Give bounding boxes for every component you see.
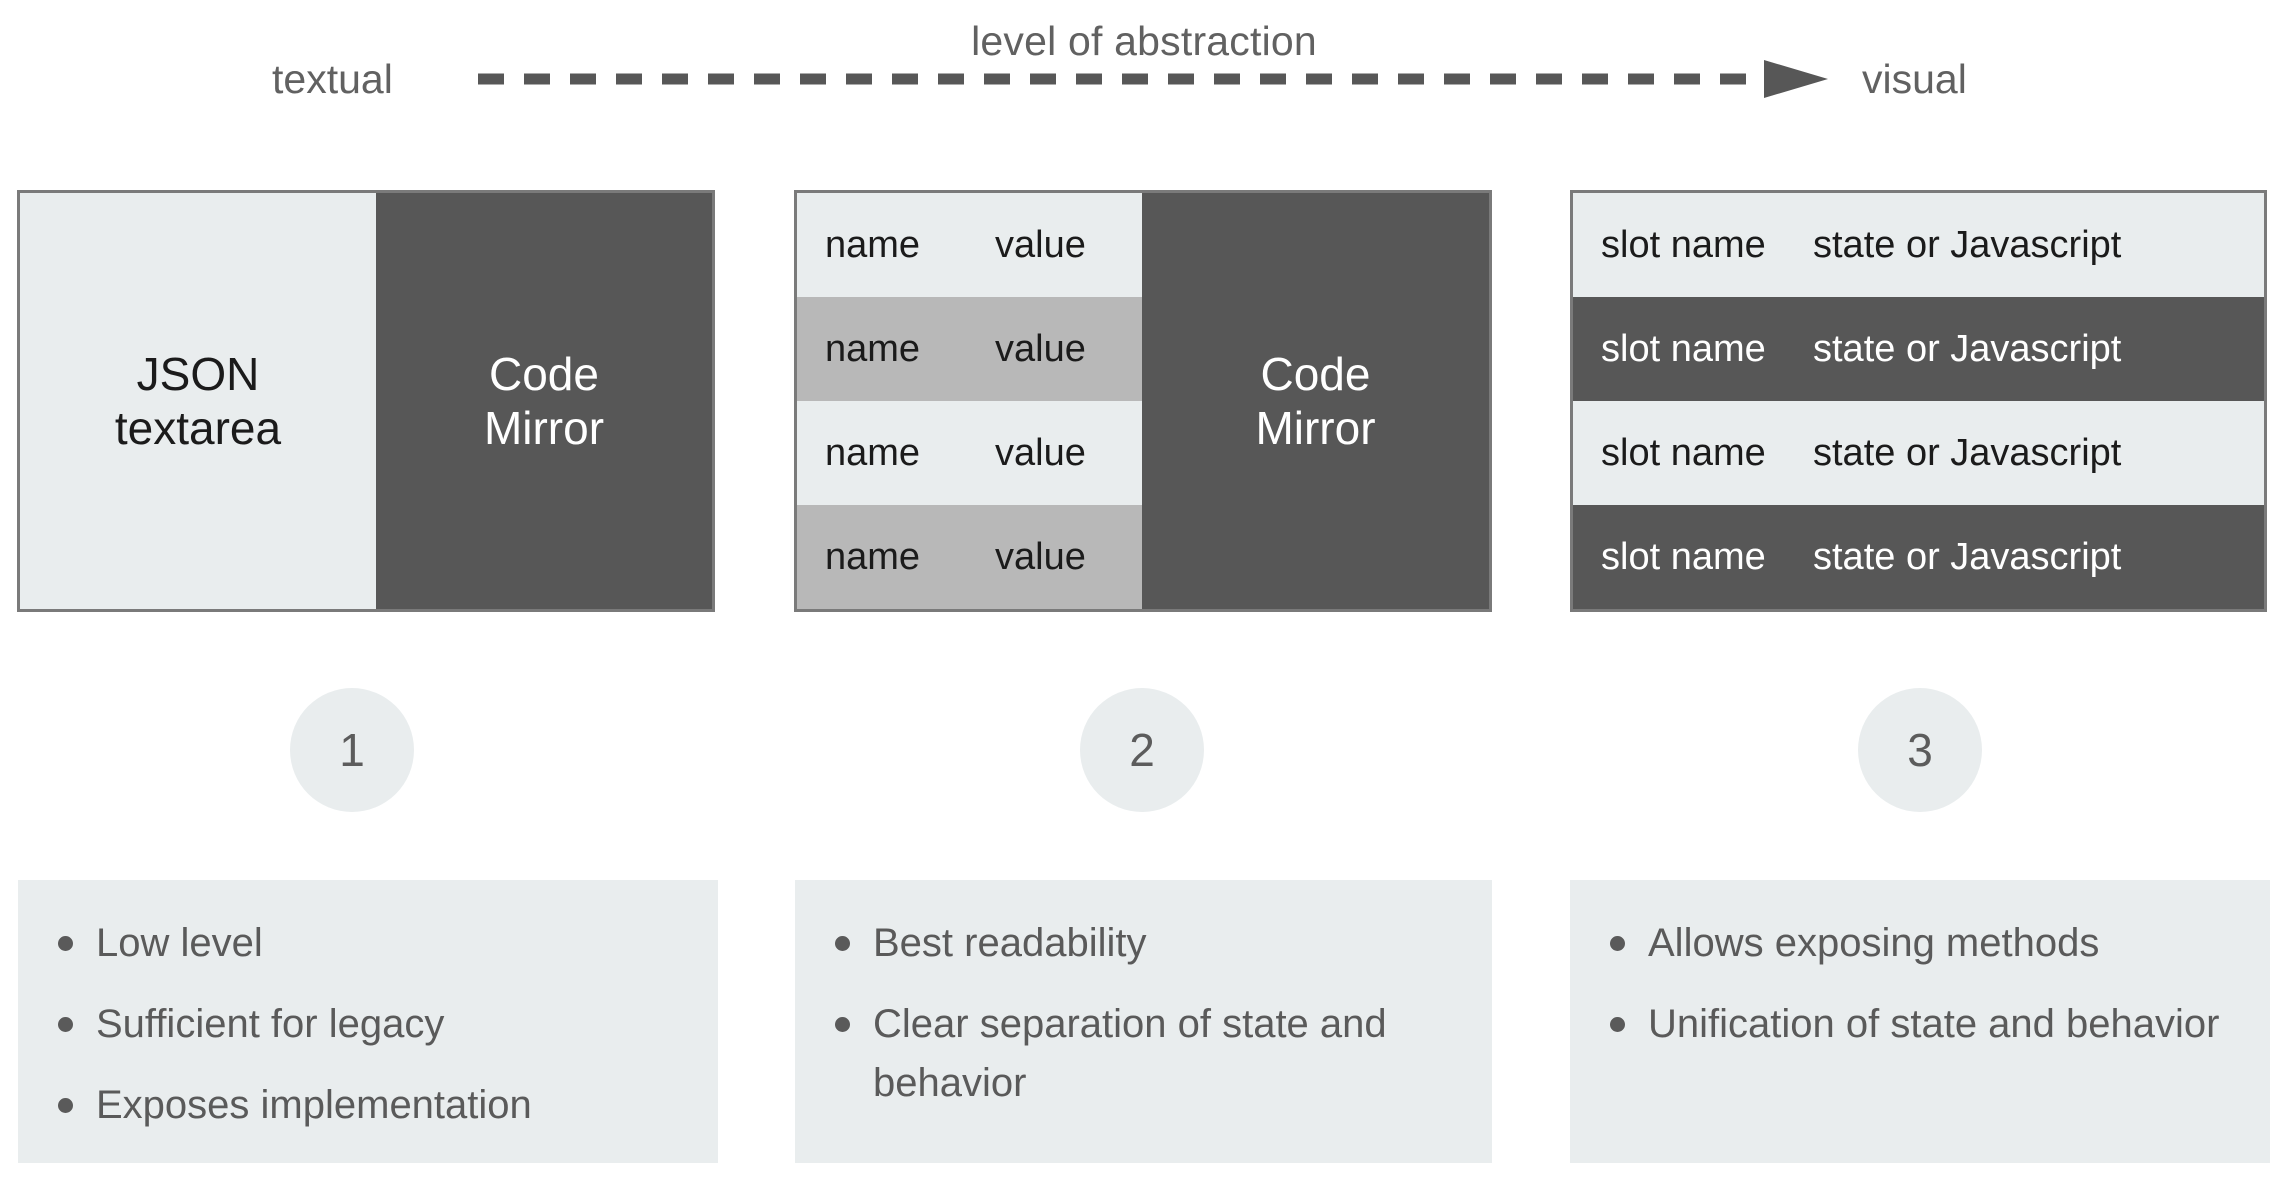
code-mirror-label-2-line2: Mirror <box>1255 402 1376 454</box>
bullet-dot-icon <box>835 936 850 951</box>
slot-name: slot name <box>1601 431 1766 474</box>
list-item: Exposes implementation <box>54 1076 688 1135</box>
table-row: name value <box>797 505 1142 609</box>
kv-name: name <box>825 327 921 370</box>
kv-name: name <box>825 431 921 474</box>
list-item: Unification of state and behavior <box>1606 995 2240 1054</box>
list-item: Low level <box>54 914 688 973</box>
list-item-label: Exposes implementation <box>96 1083 532 1128</box>
code-mirror-label-2-line1: Code <box>1260 347 1371 400</box>
name-value-table: name value name value name value name va… <box>797 193 1142 609</box>
list-item-label: Clear separation of state and behavior <box>873 1002 1387 1106</box>
kv-value: value <box>995 327 1086 370</box>
step-badge-3: 3 <box>1858 688 1982 812</box>
slot-name: slot name <box>1601 535 1766 578</box>
pros-cons-box-2: Best readability Clear separation of sta… <box>795 880 1492 1163</box>
diagram-panel-1: JSON textarea Code Mirror <box>17 190 715 612</box>
kv-value: value <box>995 431 1086 474</box>
slot-value: state or Javascript <box>1813 431 2122 474</box>
bullet-dot-icon <box>58 936 73 951</box>
table-row: name value <box>797 401 1142 505</box>
list-item: Clear separation of state and behavior <box>831 995 1462 1113</box>
json-textarea-pane: JSON textarea <box>20 193 376 609</box>
slot-value: state or Javascript <box>1813 327 2122 370</box>
axis-right-label: visual <box>1862 56 1967 102</box>
bullet-list-3: Allows exposing methods Unification of s… <box>1606 914 2240 1054</box>
step-badge-2: 2 <box>1080 688 1204 812</box>
code-mirror-label-1: Code Mirror <box>484 347 604 456</box>
table-row: slot name state or Javascript <box>1573 193 2264 297</box>
pros-cons-box-1: Low level Sufficient for legacy Exposes … <box>18 880 718 1163</box>
table-row: slot name state or Javascript <box>1573 505 2264 609</box>
code-mirror-pane-2: Code Mirror <box>1142 193 1489 609</box>
kv-name: name <box>825 223 921 266</box>
step-badge-1-number: 1 <box>339 724 365 776</box>
bullet-dot-icon <box>58 1017 73 1033</box>
bullet-dot-icon <box>1610 1017 1625 1033</box>
kv-value: value <box>995 223 1086 266</box>
code-mirror-label-2: Code Mirror <box>1255 347 1375 456</box>
bullet-list-1: Low level Sufficient for legacy Exposes … <box>54 914 688 1136</box>
table-row: slot name state or Javascript <box>1573 297 2264 401</box>
slot-value: state or Javascript <box>1813 223 2122 266</box>
list-item: Allows exposing methods <box>1606 914 2240 973</box>
bullet-dot-icon <box>1610 936 1625 951</box>
step-badge-2-number: 2 <box>1129 724 1155 776</box>
list-item: Sufficient for legacy <box>54 995 688 1054</box>
json-textarea-label-line1: JSON <box>136 347 260 400</box>
kv-name: name <box>825 535 921 578</box>
json-textarea-label-line2: textarea <box>114 402 282 454</box>
list-item-label: Unification of state and behavior <box>1648 1002 2220 1047</box>
kv-value: value <box>995 535 1086 578</box>
step-badge-3-number: 3 <box>1907 724 1933 776</box>
slot-name: slot name <box>1601 327 1766 370</box>
pros-cons-box-3: Allows exposing methods Unification of s… <box>1570 880 2270 1163</box>
list-item-label: Allows exposing methods <box>1648 921 2100 965</box>
abstraction-axis-header: level of abstraction textual visual <box>0 0 2288 140</box>
axis-left-label: textual <box>272 56 393 102</box>
table-row: slot name state or Javascript <box>1573 401 2264 505</box>
axis-title: level of abstraction <box>971 18 1317 64</box>
diagram-panel-2: name value name value name value name va… <box>794 190 1492 612</box>
bullet-dot-icon <box>58 1098 73 1114</box>
list-item-label: Sufficient for legacy <box>96 1002 445 1047</box>
code-mirror-label-1-line2: Mirror <box>483 402 605 454</box>
bullet-dot-icon <box>835 1017 850 1033</box>
code-mirror-label-1-line1: Code <box>489 347 599 400</box>
table-row: name value <box>797 193 1142 297</box>
dashed-arrow-right-icon <box>478 60 1828 98</box>
diagram-panel-3: slot name state or Javascript slot name … <box>1570 190 2267 612</box>
list-item: Best readability <box>831 914 1462 973</box>
list-item-label: Best readability <box>873 921 1147 965</box>
list-item-label: Low level <box>96 921 263 965</box>
bullet-list-2: Best readability Clear separation of sta… <box>831 914 1462 1114</box>
code-mirror-pane-1: Code Mirror <box>376 193 712 609</box>
slot-table: slot name state or Javascript slot name … <box>1573 193 2264 609</box>
slot-value: state or Javascript <box>1813 535 2122 578</box>
step-badge-1: 1 <box>290 688 414 812</box>
slot-name: slot name <box>1601 223 1766 266</box>
json-textarea-label: JSON textarea <box>115 347 281 456</box>
table-row: name value <box>797 297 1142 401</box>
